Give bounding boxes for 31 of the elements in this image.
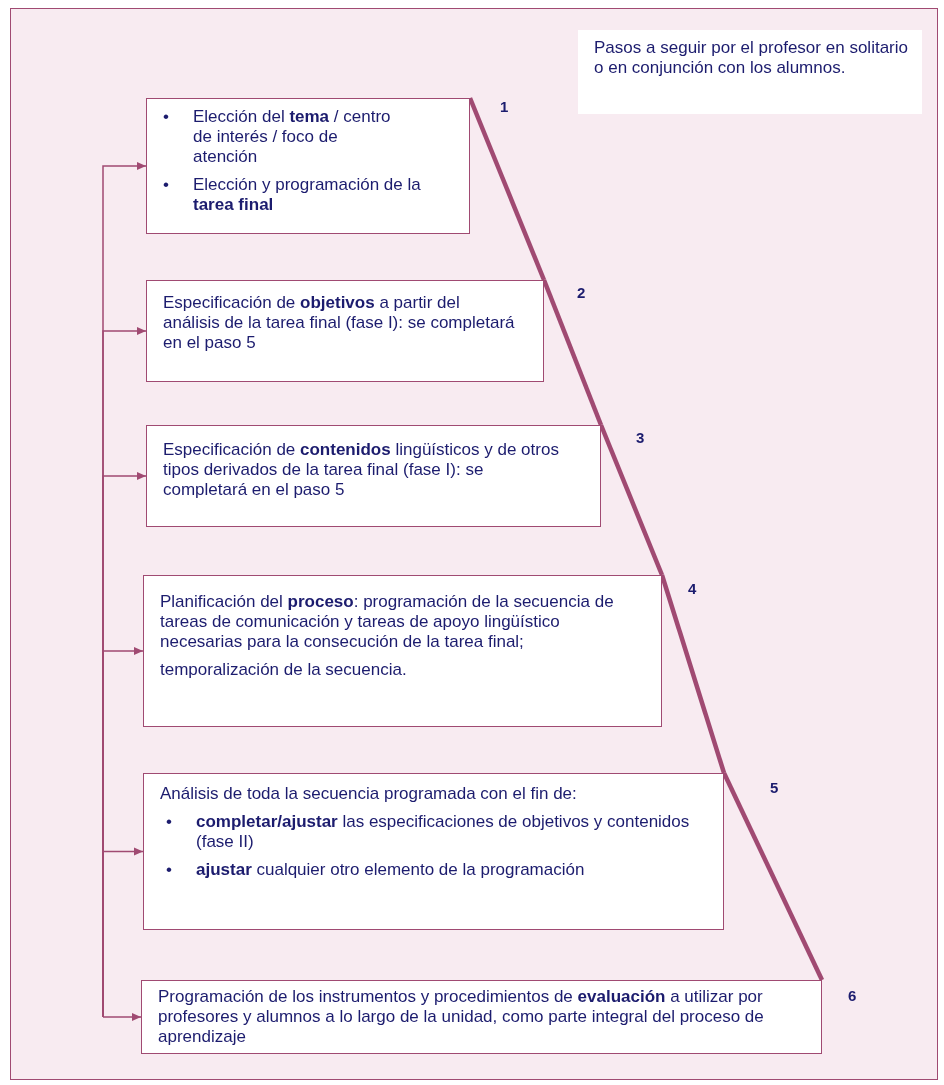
step-box bbox=[146, 280, 544, 382]
arrow bbox=[102, 847, 144, 1018]
bullet-text: Elección y programación de la tarea final bbox=[193, 175, 422, 215]
diagonal-line bbox=[721, 772, 825, 981]
step-number: 3 bbox=[636, 429, 645, 446]
bullet-marker: • bbox=[165, 812, 173, 833]
step-box bbox=[146, 98, 470, 234]
arrow bbox=[102, 1013, 142, 1021]
bullet-marker: • bbox=[162, 107, 170, 128]
step-number: 2 bbox=[577, 284, 586, 301]
step-box bbox=[146, 425, 601, 527]
bullet-text: ajustar cualquier otro elemento de la programación bbox=[196, 860, 585, 880]
step-number: 6 bbox=[848, 987, 857, 1004]
step-number: 1 bbox=[500, 98, 509, 115]
bullet-text: Elección del tema / centro de interés / foco de atención bbox=[193, 107, 392, 167]
step-text: Especificación de objetivos a partir del análisis de la tarea final (fase I): se completará en el paso 5 bbox=[163, 293, 515, 353]
step-text: Análisis de toda la secuencia programada con el fin de: bbox=[160, 784, 578, 804]
step-text: Programación de los instrumentos y procedimientos de evaluación a utilizar por profesores y alumnos a lo largo de la unidad, como parte integral del proceso de aprendizaje bbox=[158, 987, 765, 1047]
step-text: Planificación del proceso: programación de la secuencia de tareas de comunicación y tareas de apoyo lingüístico necesarias para la consecución de la tarea final; bbox=[160, 592, 615, 652]
step-box bbox=[141, 980, 822, 1054]
bullet-marker: • bbox=[162, 175, 170, 196]
step-text: Pasos a seguir por el profesor en solitario o en conjunción con los alumnos. bbox=[594, 38, 908, 78]
step-text: Especificación de contenidos lingüísticos y de otros tipos derivados de la tarea final (fase I): se completará en el paso 5 bbox=[163, 440, 560, 500]
step-box bbox=[143, 773, 724, 930]
step-number: 4 bbox=[688, 580, 697, 597]
step-number: 5 bbox=[770, 779, 779, 796]
step-text: temporalización de la secuencia. bbox=[160, 660, 408, 680]
bullet-marker: • bbox=[165, 860, 173, 880]
step-box bbox=[143, 575, 662, 727]
bullet-text: completar/ajustar las especificaciones de objetivos y contenidos (fase II) bbox=[196, 812, 691, 852]
diagonal-line bbox=[467, 97, 547, 281]
